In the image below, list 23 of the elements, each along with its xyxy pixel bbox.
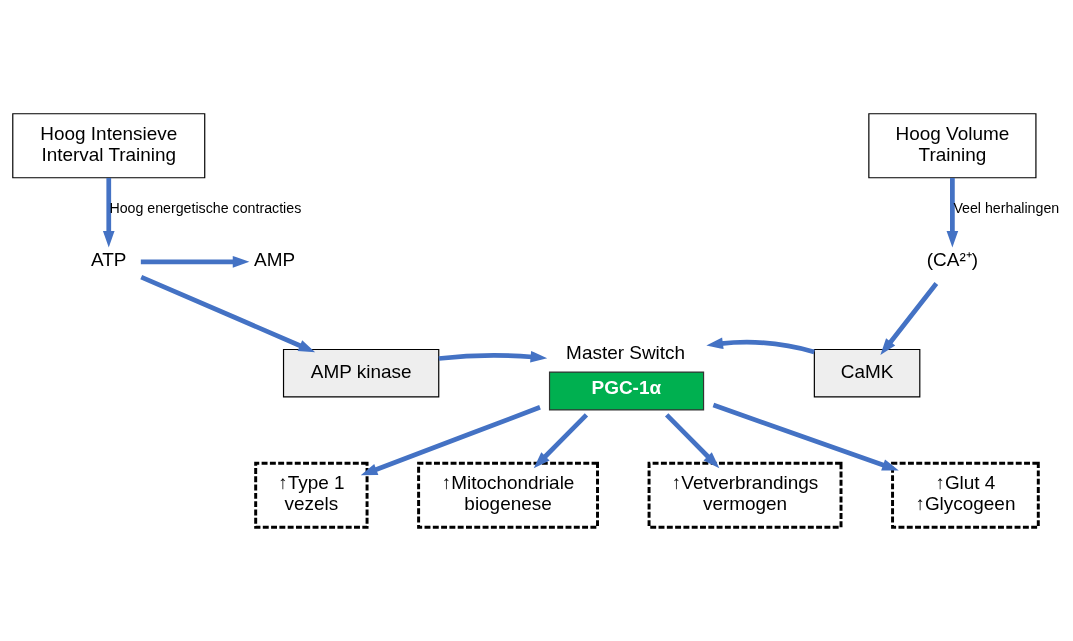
node-text: (CA²⁺) bbox=[926, 249, 979, 271]
node-box: ↑Glut 4 ↑Glycogeen bbox=[891, 461, 1040, 529]
node-box: AMP kinase bbox=[282, 348, 440, 398]
node-box: ↑Vetverbrandings vermogen bbox=[647, 461, 843, 529]
arrow bbox=[360, 405, 541, 476]
node-box: Hoog Volume Training bbox=[868, 113, 1037, 179]
node-text: ATP bbox=[91, 249, 127, 271]
arrow bbox=[880, 282, 939, 356]
arrow bbox=[706, 337, 815, 355]
node-box: Hoog Intensieve Interval Training bbox=[12, 113, 206, 179]
arrow bbox=[140, 274, 316, 353]
arrow bbox=[140, 256, 250, 268]
node-box: CaMK bbox=[813, 348, 921, 398]
node-label: Master Switch bbox=[566, 341, 686, 363]
arrow bbox=[438, 351, 548, 363]
arrow bbox=[533, 413, 589, 469]
arrow bbox=[665, 413, 720, 469]
node-box: ↑Mitochondriale biogenese bbox=[417, 461, 599, 529]
arrow bbox=[102, 178, 115, 248]
node-box: ↑Type 1 vezels bbox=[254, 461, 369, 529]
arrow bbox=[712, 402, 899, 471]
node-text: AMP bbox=[254, 249, 296, 271]
arrow bbox=[946, 178, 959, 248]
